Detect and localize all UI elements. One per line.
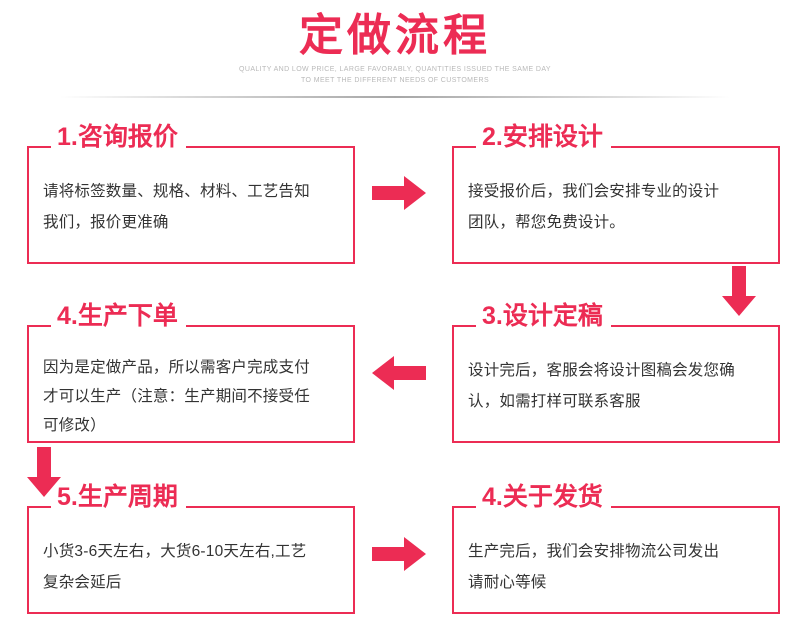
flow-step-2-body: 接受报价后，我们会安排专业的设计 团队，帮您免费设计。 <box>454 148 778 238</box>
flow-step-6: 4.关于发货 生产完后，我们会安排物流公司发出 请耐心等候 <box>452 482 780 614</box>
arrow-down-icon <box>27 447 61 497</box>
arrow-left-icon <box>372 356 426 390</box>
flow-step-5-body: 小货3-6天左右，大货6-10天左右,工艺 复杂会延后 <box>29 508 353 598</box>
flow-step-2-line-2: 团队，帮您免费设计。 <box>468 214 626 231</box>
flow-step-6-line-1: 生产完后，我们会安排物流公司发出 <box>468 543 720 560</box>
flow-step-2-line-1: 接受报价后，我们会安排专业的设计 <box>468 183 720 200</box>
flow-step-3-title: 3.设计定稿 <box>476 301 611 331</box>
flow-step-4-line-2: 才可以生产（注意：生产期间不接受任 <box>43 388 310 405</box>
flow-step-2-title: 2.安排设计 <box>476 122 611 152</box>
flow-step-6-line-2: 请耐心等候 <box>468 574 547 591</box>
flow-step-5: 5.生产周期 小货3-6天左右，大货6-10天左右,工艺 复杂会延后 <box>27 482 355 614</box>
flow-step-5-line-2: 复杂会延后 <box>43 574 122 591</box>
flow-step-3-line-2: 认，如需打样可联系客服 <box>468 393 641 410</box>
page-title: 定做流程 <box>299 11 491 60</box>
flow-step-4-title: 4.生产下单 <box>51 301 186 331</box>
flow-step-1-line-1: 请将标签数量、规格、材料、工艺告知 <box>43 183 310 200</box>
flow-step-4-line-1: 因为是定做产品，所以需客户完成支付 <box>43 359 310 376</box>
arrow-down-icon <box>722 266 756 316</box>
flow-step-1-title: 1.咨询报价 <box>51 122 186 152</box>
flow-step-5-title: 5.生产周期 <box>51 482 186 512</box>
flow-step-4-body: 因为是定做产品，所以需客户完成支付 才可以生产（注意：生产期间不接受任 可修改） <box>29 327 353 440</box>
flow-step-5-line-1: 小货3-6天左右，大货6-10天左右,工艺 <box>43 543 307 560</box>
flow-step-6-title: 4.关于发货 <box>476 482 611 512</box>
flow-step-1-body: 请将标签数量、规格、材料、工艺告知 我们，报价更准确 <box>29 148 353 238</box>
page-header: 定做流程 QUALITY AND LOW PRICE, LARGE FAVORA… <box>0 0 790 100</box>
header-divider <box>60 96 730 98</box>
flow-step-3: 3.设计定稿 设计完后，客服会将设计图稿会发您确 认，如需打样可联系客服 <box>452 301 780 443</box>
flow-step-3-line-1: 设计完后，客服会将设计图稿会发您确 <box>468 362 735 379</box>
flow-step-1: 1.咨询报价 请将标签数量、规格、材料、工艺告知 我们，报价更准确 <box>27 122 355 264</box>
header-subtitle-line1: QUALITY AND LOW PRICE, LARGE FAVORABLY, … <box>239 66 551 73</box>
header-subtitle-line2: TO MEET THE DIFFERENT NEEDS OF CUSTOMERS <box>300 77 490 84</box>
flow-step-4-line-3: 可修改） <box>43 417 106 434</box>
arrow-right-icon <box>372 537 426 571</box>
flow-step-1-line-2: 我们，报价更准确 <box>43 214 169 231</box>
flow-step-2: 2.安排设计 接受报价后，我们会安排专业的设计 团队，帮您免费设计。 <box>452 122 780 264</box>
flow-step-3-body: 设计完后，客服会将设计图稿会发您确 认，如需打样可联系客服 <box>454 327 778 417</box>
arrow-right-icon <box>372 176 426 210</box>
flow-step-4: 4.生产下单 因为是定做产品，所以需客户完成支付 才可以生产（注意：生产期间不接… <box>27 301 355 443</box>
flow-step-6-body: 生产完后，我们会安排物流公司发出 请耐心等候 <box>454 508 778 598</box>
